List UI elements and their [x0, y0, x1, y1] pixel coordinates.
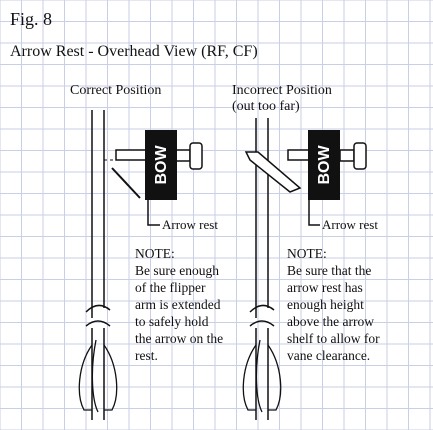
arrow-vanes	[78, 339, 118, 413]
rest-nut	[339, 149, 355, 162]
rest-post	[287, 149, 311, 161]
adjust-knob	[189, 142, 203, 170]
note-text: NOTE: Be sure enough of the flipper arm …	[135, 246, 226, 363]
bow-block	[308, 130, 340, 200]
panel-heading-line1: Incorrect Position	[232, 83, 332, 98]
arrow-shaft	[85, 110, 111, 420]
bow-block	[145, 130, 177, 200]
bow-label: BOW	[316, 145, 333, 185]
figure-number: Fig. 8	[10, 9, 52, 29]
callout-label: Arrow rest	[322, 217, 378, 232]
bow-label: BOW	[153, 145, 170, 185]
rest-nut	[175, 149, 191, 162]
note-text: NOTE: Be sure that the arrow rest has en…	[287, 246, 383, 363]
adjust-knob	[353, 142, 367, 170]
callout-leader	[308, 200, 320, 226]
callout-leader	[147, 200, 160, 226]
arrow-vanes	[242, 339, 282, 413]
panel-correct: Correct Position BOW Arro	[70, 83, 226, 420]
rest-post	[115, 149, 147, 161]
panel-heading: Correct Position	[70, 83, 161, 98]
figure-title: Arrow Rest - Overhead View (RF, CF)	[10, 43, 258, 60]
panel-incorrect: Incorrect Position (out too far) BOW Arr…	[232, 83, 383, 420]
panel-heading-line2: (out too far)	[232, 99, 300, 114]
flipper-arm	[111, 167, 141, 199]
callout-label: Arrow rest	[162, 217, 218, 232]
flipper-arm	[244, 151, 302, 193]
